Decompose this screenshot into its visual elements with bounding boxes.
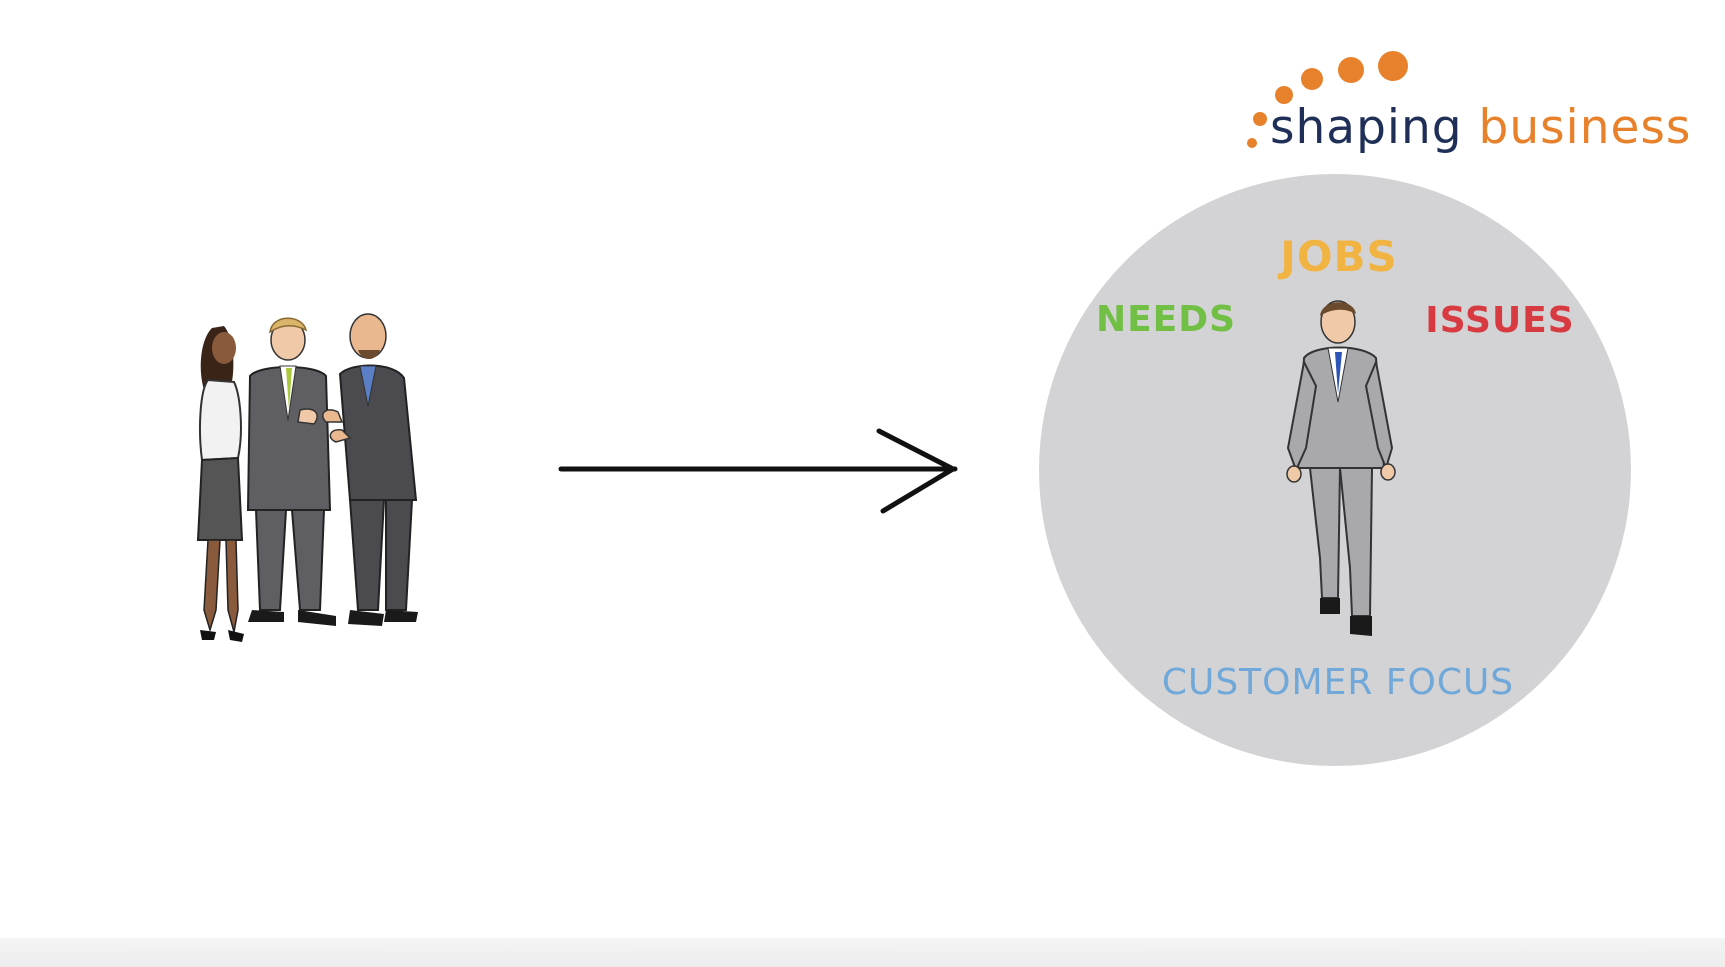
business-group-illustration [196, 313, 418, 642]
logo-word-business: business [1478, 100, 1692, 155]
walking-businessman-illustration [1286, 300, 1396, 636]
logo-dots-icon [1247, 51, 1408, 148]
blond-man-figure [246, 317, 336, 626]
keyword-needs: NEEDS [1095, 299, 1237, 340]
woman-figure [196, 326, 244, 642]
keyword-customer-focus: CUSTOMER FOCUS [1161, 662, 1515, 703]
bald-man-figure [322, 313, 418, 626]
logo-text: shaping business [1270, 104, 1691, 151]
arrow-right-icon [558, 428, 958, 514]
keyword-issues: ISSUES [1425, 300, 1575, 341]
bottom-bar [0, 938, 1725, 967]
keyword-jobs: JOBS [1280, 232, 1398, 281]
company-logo: shaping business [1240, 40, 1700, 170]
logo-word-shaping: shaping [1270, 100, 1463, 155]
